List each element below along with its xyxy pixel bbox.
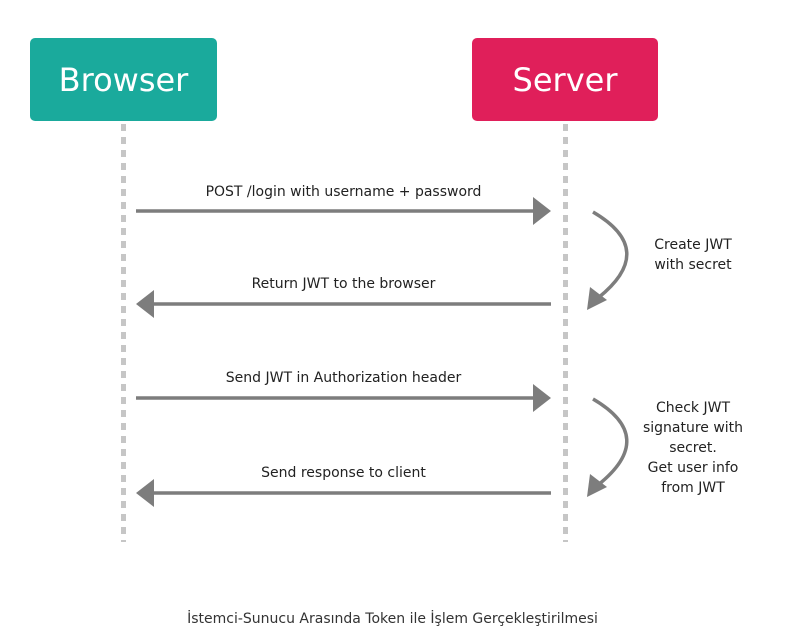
figure-caption: İstemci-Sunucu Arasında Token ile İşlem … [187,611,598,627]
message-arrow-1 [136,197,551,225]
server-actor-box: Server [472,38,658,121]
message-arrow-4 [136,479,551,507]
server-actor-label: Server [512,60,618,99]
message-label-2: Return JWT to the browser [251,276,436,292]
message-label-1: POST /login with username + password [205,184,482,200]
browser-actor-box: Browser [30,38,217,121]
browser-lifeline [121,124,126,542]
process-note-2: Check JWT signature with secret. Get use… [642,400,744,496]
message-label-3: Send JWT in Authorization header [225,370,462,386]
message-arrow-3 [136,384,551,412]
message-arrow-2 [136,290,551,318]
browser-actor-label: Browser [58,60,189,99]
server-lifeline [563,124,568,542]
self-process-arrow-2 [587,397,629,497]
process-note-1: Create JWT with secret [654,237,732,273]
self-process-arrow-1 [587,210,629,310]
message-label-4: Send response to client [261,465,426,481]
